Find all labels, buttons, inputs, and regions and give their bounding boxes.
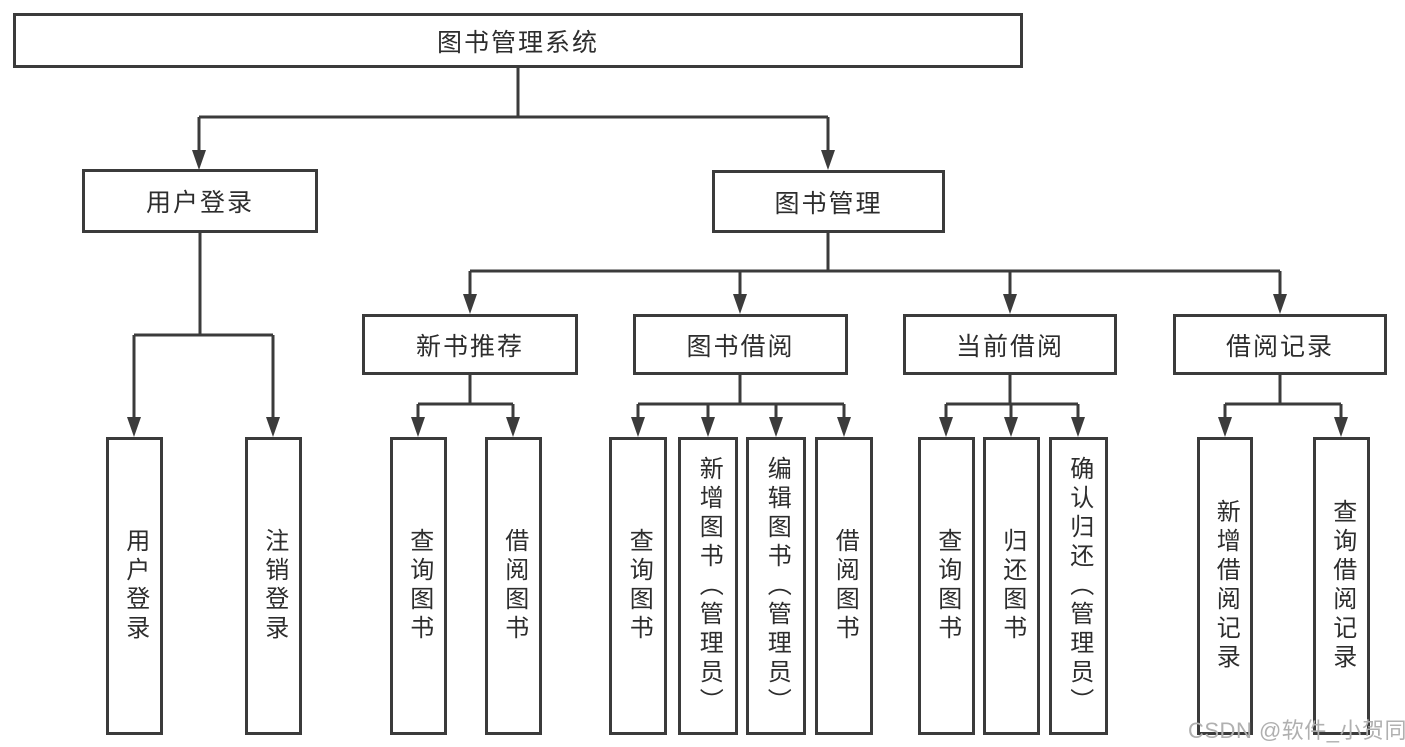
watermark: CSDN @软件_小贺同学	[1188, 718, 1405, 743]
leaf-query-book-1: 查询图书	[390, 437, 447, 735]
leaf-query-borrow-record: 查询借阅记录	[1313, 437, 1370, 735]
leaf-query-book-2: 查询图书	[609, 437, 667, 735]
leaf-add-borrow-record: 新增借阅记录	[1197, 437, 1253, 735]
node-root-system: 图书管理系统	[13, 13, 1023, 68]
leaf-return-book: 归还图书	[983, 437, 1040, 735]
node-book-management: 图书管理	[712, 170, 945, 233]
leaf-borrow-book-1: 借阅图书	[485, 437, 542, 735]
node-user-login: 用户登录	[82, 169, 318, 233]
arrowheads	[127, 150, 1348, 437]
node-book-borrow: 图书借阅	[633, 314, 848, 375]
leaf-user-login: 用户登录	[106, 437, 163, 735]
node-borrow-record: 借阅记录	[1173, 314, 1387, 375]
node-current-borrow: 当前借阅	[903, 314, 1117, 375]
leaf-query-book-3: 查询图书	[918, 437, 975, 735]
leaf-add-book-admin: 新增图书（管理员）	[678, 437, 738, 735]
leaf-edit-book-admin: 编辑图书（管理员）	[746, 437, 806, 735]
node-new-book-recommend: 新书推荐	[362, 314, 578, 375]
leaf-borrow-book-2: 借阅图书	[815, 437, 873, 735]
leaf-confirm-return-admin: 确认归还（管理员）	[1049, 437, 1108, 735]
leaf-logout: 注销登录	[245, 437, 302, 735]
